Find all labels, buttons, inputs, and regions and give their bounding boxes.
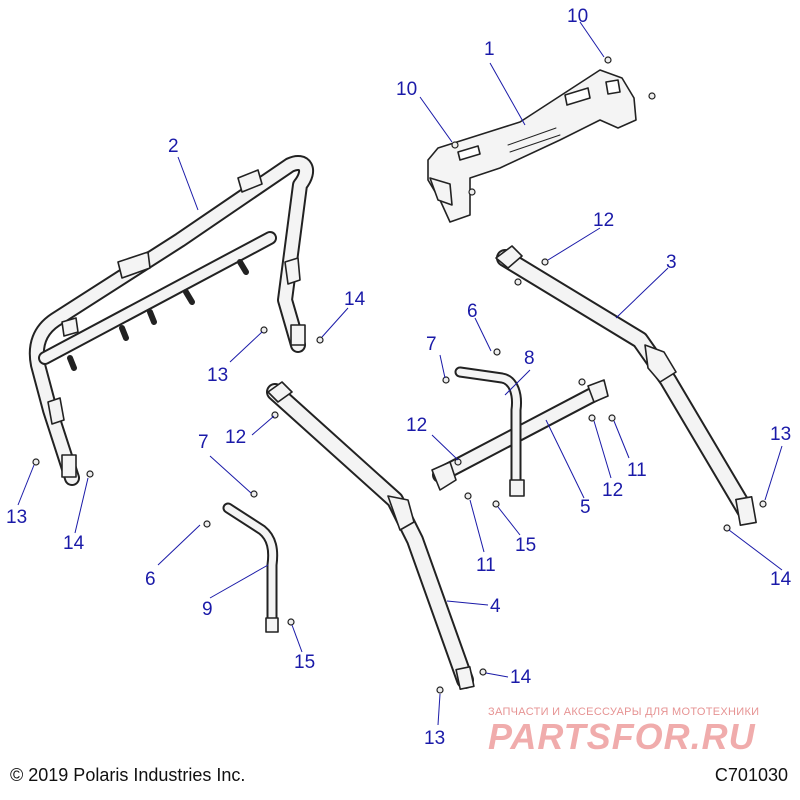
callout-11-b: 11 [476, 555, 496, 576]
part-9-brace [222, 502, 279, 633]
callout-14-a: 14 [344, 289, 366, 310]
callout-7-a: 7 [426, 334, 437, 355]
hardware-fasteners [32, 56, 767, 694]
diagram-code: C701030 [714, 765, 788, 785]
callout-14-d: 14 [510, 667, 532, 688]
callout-labels: 1 2 3 4 5 6 6 7 7 8 9 10 10 11 11 12 12 … [6, 6, 792, 749]
callout-12-b: 12 [225, 427, 246, 448]
callout-1: 1 [484, 39, 495, 60]
part-2-front-cage [28, 155, 315, 486]
callout-9: 9 [202, 599, 213, 620]
callout-15-b: 15 [294, 652, 315, 673]
callout-13-c: 13 [770, 424, 791, 445]
leader-lines [17, 21, 783, 726]
callout-10-a: 10 [567, 6, 588, 27]
callout-8: 8 [524, 348, 535, 369]
callout-5: 5 [580, 497, 591, 518]
watermark-tagline: ЗАПЧАСТИ И АКСЕССУАРЫ ДЛЯ МОТОТЕХНИКИ [488, 706, 760, 718]
callout-10-b: 10 [396, 79, 417, 100]
callout-12-d: 12 [602, 480, 623, 501]
watermark-logo: PARTSFOR.RU [488, 716, 756, 757]
callout-7-b: 7 [198, 432, 209, 453]
callout-11-a: 11 [627, 460, 647, 481]
callout-6-a: 6 [467, 301, 478, 322]
part-3-rear-upright [495, 245, 757, 526]
part-8-brace [454, 366, 525, 497]
callout-14-c: 14 [770, 569, 792, 590]
callout-12-a: 12 [593, 210, 614, 231]
callout-2: 2 [168, 136, 179, 157]
part-1-cross-panel [427, 69, 637, 223]
part-4-side-upright [266, 381, 475, 691]
callout-13-b: 13 [6, 507, 27, 528]
callout-15-a: 15 [515, 535, 536, 556]
callout-14-b: 14 [63, 533, 85, 554]
callout-6-b: 6 [145, 569, 156, 590]
copyright-notice: © 2019 Polaris Industries Inc. [10, 765, 246, 785]
callout-3: 3 [666, 252, 677, 273]
callout-4: 4 [490, 596, 501, 617]
callout-13-d: 13 [424, 728, 445, 749]
callout-12-c: 12 [406, 415, 427, 436]
callout-13-a: 13 [207, 365, 228, 386]
